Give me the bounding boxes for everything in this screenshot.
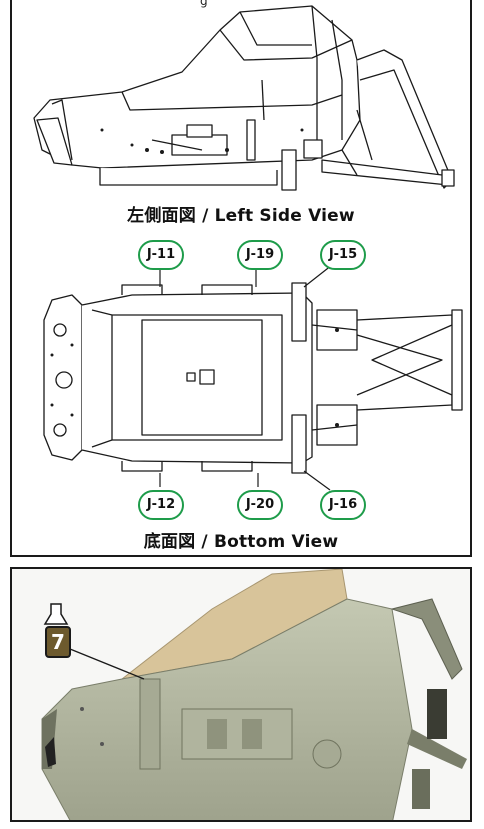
part-callout-j11: J-11 — [138, 240, 184, 270]
part-callout-j12: J-12 — [138, 490, 184, 520]
model-photo — [41, 569, 467, 820]
part-callout-j19: J-19 — [237, 240, 283, 270]
instruction-diagram-panel: g — [10, 0, 472, 557]
bottom-view-caption: 底面図 / Bottom View — [143, 532, 339, 552]
cropped-header-text: g — [200, 0, 208, 8]
bottom-view-drawing — [43, 264, 463, 491]
left-side-view-caption: 左側面図 / Left Side View — [127, 206, 355, 226]
reference-photo-panel: 7 — [10, 567, 472, 822]
part-callout-j20: J-20 — [237, 490, 283, 520]
part-callout-j15: J-15 — [320, 240, 366, 270]
paint-color-number: 7 — [45, 626, 71, 658]
paint-bottle-icon — [43, 603, 69, 625]
part-callout-j16: J-16 — [320, 490, 366, 520]
left-side-view-drawing — [33, 5, 455, 191]
